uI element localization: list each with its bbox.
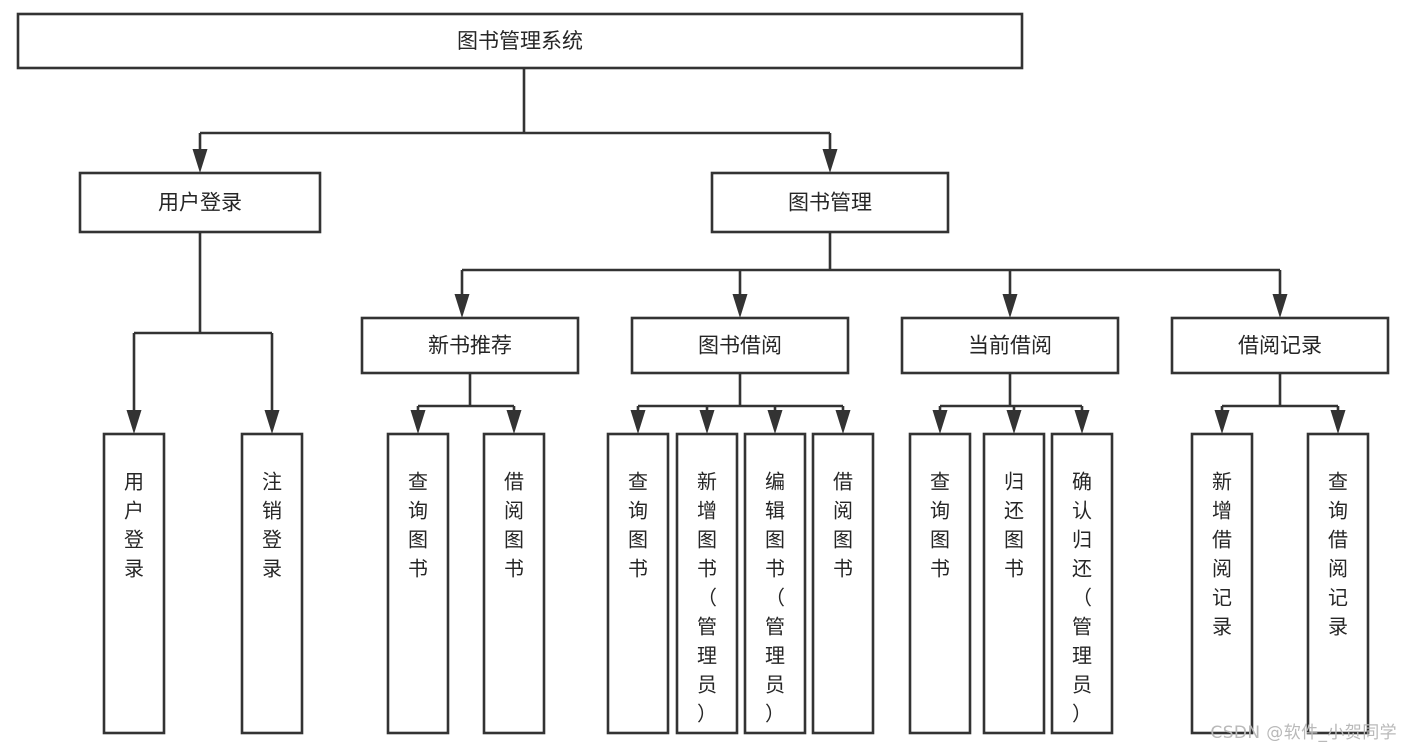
node-label: 确认归还（管理员） (1072, 469, 1092, 725)
node-label: 图书管理 (788, 191, 872, 215)
arrow-head-icon (1272, 294, 1288, 318)
node-leaf-query-record[interactable]: 查询借阅记录 (1306, 432, 1370, 735)
node-leaf-logout[interactable]: 注销登录 (240, 432, 304, 735)
arrow-head-icon (1006, 410, 1022, 434)
node-leaf-add-book[interactable]: 新增图书（管理员） (675, 432, 739, 735)
node-label: 归还图书 (1004, 469, 1024, 580)
node-box[interactable] (908, 432, 972, 735)
node-label: 图书借阅 (698, 334, 782, 358)
node-book-borrow[interactable]: 图书借阅 (630, 316, 850, 375)
node-label: 查询图书 (930, 469, 950, 580)
connector-group-root (192, 68, 838, 173)
arrow-head-icon (822, 149, 838, 173)
arrow-head-icon (630, 410, 646, 434)
arrow-head-icon (126, 410, 142, 434)
node-leaf-user-login[interactable]: 用户登录 (102, 432, 166, 735)
node-box[interactable] (1306, 432, 1370, 735)
node-leaf-borrow-book-2[interactable]: 借阅图书 (811, 432, 875, 735)
node-box[interactable] (743, 432, 807, 735)
node-current-borrow[interactable]: 当前借阅 (900, 316, 1120, 375)
node-box[interactable] (630, 316, 850, 375)
node-label: 借阅图书 (833, 469, 853, 580)
node-box[interactable] (16, 12, 1024, 70)
arrow-head-icon (1214, 410, 1230, 434)
node-label: 查询借阅记录 (1328, 469, 1348, 638)
node-label: 新书推荐 (428, 334, 512, 358)
node-borrow-record[interactable]: 借阅记录 (1170, 316, 1390, 375)
node-label: 当前借阅 (968, 334, 1052, 358)
node-label: 注销登录 (262, 469, 282, 580)
node-label: 用户登录 (124, 469, 144, 580)
node-layer: 图书管理系统用户登录图书管理新书推荐图书借阅当前借阅借阅记录用户登录注销登录查询… (16, 12, 1390, 735)
arrow-head-icon (932, 410, 948, 434)
node-label: 新增借阅记录 (1212, 469, 1232, 638)
arrow-head-icon (1074, 410, 1090, 434)
node-box[interactable] (240, 432, 304, 735)
node-label: 图书管理系统 (457, 29, 583, 53)
connector-group-borrow_record (1214, 373, 1346, 434)
arrow-head-icon (767, 410, 783, 434)
node-label: 编辑图书（管理员） (765, 469, 785, 725)
node-box[interactable] (1050, 432, 1114, 735)
arrow-head-icon (192, 149, 208, 173)
connector-group-new_book_rec (410, 373, 522, 434)
node-leaf-borrow-book-1[interactable]: 借阅图书 (482, 432, 546, 735)
node-box[interactable] (811, 432, 875, 735)
node-box[interactable] (482, 432, 546, 735)
node-book-manage[interactable]: 图书管理 (710, 171, 950, 234)
node-label: 查询图书 (408, 469, 428, 580)
arrow-head-icon (732, 294, 748, 318)
arrow-head-icon (410, 410, 426, 434)
arrow-head-icon (264, 410, 280, 434)
connector-group-book_manage (454, 232, 1288, 318)
node-label: 查询图书 (628, 469, 648, 580)
node-box[interactable] (1170, 316, 1390, 375)
arrow-head-icon (454, 294, 470, 318)
node-leaf-query-book-3[interactable]: 查询图书 (908, 432, 972, 735)
node-leaf-return-book[interactable]: 归还图书 (982, 432, 1046, 735)
node-user-login[interactable]: 用户登录 (78, 171, 322, 234)
node-box[interactable] (102, 432, 166, 735)
node-label: 新增图书（管理员） (697, 469, 717, 725)
node-box[interactable] (1190, 432, 1254, 735)
node-new-book-rec[interactable]: 新书推荐 (360, 316, 580, 375)
node-box[interactable] (675, 432, 739, 735)
node-label: 借阅图书 (504, 469, 524, 580)
arrow-head-icon (699, 410, 715, 434)
node-label: 借阅记录 (1238, 334, 1322, 358)
node-leaf-confirm-return[interactable]: 确认归还（管理员） (1050, 432, 1114, 735)
node-box[interactable] (900, 316, 1120, 375)
node-box[interactable] (710, 171, 950, 234)
node-box[interactable] (982, 432, 1046, 735)
node-label: 用户登录 (158, 191, 242, 215)
node-leaf-query-book-2[interactable]: 查询图书 (606, 432, 670, 735)
connector-layer (126, 68, 1346, 434)
node-leaf-add-record[interactable]: 新增借阅记录 (1190, 432, 1254, 735)
node-leaf-query-book-1[interactable]: 查询图书 (386, 432, 450, 735)
connector-group-current_borrow (932, 373, 1090, 434)
node-box[interactable] (386, 432, 450, 735)
connector-group-book_borrow (630, 373, 851, 434)
node-box[interactable] (360, 316, 580, 375)
connector-group-user_login (126, 232, 280, 434)
node-leaf-edit-book[interactable]: 编辑图书（管理员） (743, 432, 807, 735)
arrow-head-icon (1002, 294, 1018, 318)
node-box[interactable] (606, 432, 670, 735)
node-root[interactable]: 图书管理系统 (16, 12, 1024, 70)
arrow-head-icon (506, 410, 522, 434)
arrow-head-icon (835, 410, 851, 434)
arrow-head-icon (1330, 410, 1346, 434)
node-box[interactable] (78, 171, 322, 234)
